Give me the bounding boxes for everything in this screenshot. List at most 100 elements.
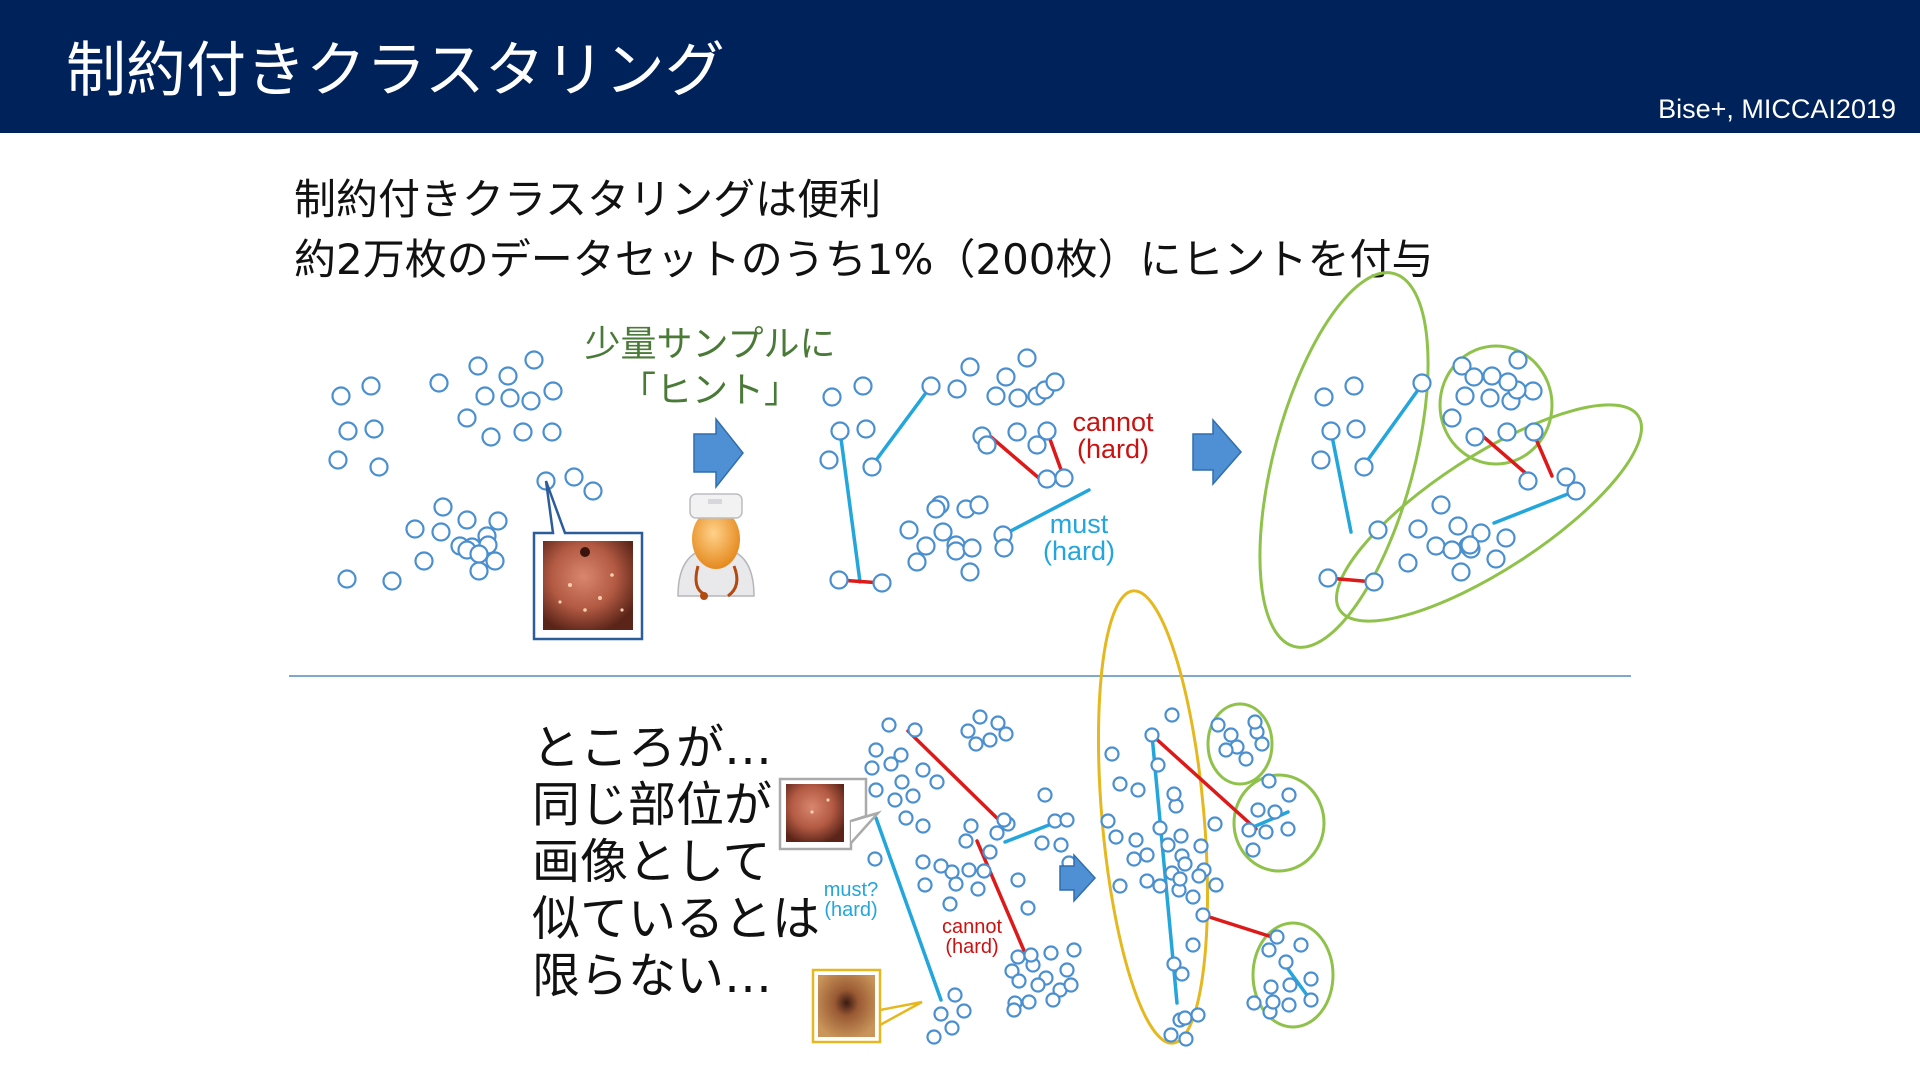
data-point xyxy=(1283,789,1296,802)
data-point xyxy=(1022,902,1035,915)
data-point xyxy=(948,543,965,560)
data-point xyxy=(1484,368,1501,385)
data-point xyxy=(1525,383,1542,400)
data-point xyxy=(1039,471,1056,488)
data-point xyxy=(1061,814,1074,827)
data-point xyxy=(339,571,356,588)
data-point xyxy=(470,358,487,375)
data-point xyxy=(869,853,882,866)
data-point xyxy=(1320,570,1337,587)
data-point xyxy=(1055,839,1068,852)
data-point xyxy=(950,878,963,891)
data-point xyxy=(919,879,932,892)
data-point xyxy=(1323,423,1340,440)
data-point xyxy=(1154,880,1167,893)
data-point xyxy=(1283,999,1296,1012)
data-point xyxy=(545,383,562,400)
data-point xyxy=(1282,823,1295,836)
data-point xyxy=(1247,844,1260,857)
data-point xyxy=(917,764,930,777)
data-point xyxy=(1102,815,1115,828)
data-point xyxy=(1269,806,1282,819)
data-point xyxy=(984,734,997,747)
data-point xyxy=(1295,939,1308,952)
data-point xyxy=(1271,931,1284,944)
data-point xyxy=(870,744,883,757)
data-point xyxy=(917,856,930,869)
data-point xyxy=(1128,853,1141,866)
data-point xyxy=(1453,564,1470,581)
data-point xyxy=(972,883,985,896)
data-point xyxy=(1047,374,1064,391)
data-point xyxy=(1061,964,1074,977)
data-point xyxy=(1179,1012,1192,1025)
data-point xyxy=(1013,975,1026,988)
data-point xyxy=(1366,574,1383,591)
data-point xyxy=(1466,369,1483,386)
data-point xyxy=(998,814,1011,827)
data-point xyxy=(340,423,357,440)
data-point xyxy=(901,522,918,539)
data-point xyxy=(883,719,896,732)
data-point xyxy=(864,459,881,476)
data-point xyxy=(490,513,507,530)
data-point xyxy=(962,564,979,581)
data-point xyxy=(918,538,935,555)
data-point xyxy=(935,860,948,873)
data-point xyxy=(1265,981,1278,994)
cannot-link xyxy=(1203,915,1275,938)
data-point xyxy=(333,388,350,405)
data-point xyxy=(1039,789,1052,802)
data-point xyxy=(1065,979,1078,992)
data-point xyxy=(1023,996,1036,1009)
data-point xyxy=(1032,979,1045,992)
data-point xyxy=(1267,996,1280,1009)
data-point xyxy=(1012,951,1025,964)
data-point xyxy=(965,820,978,833)
data-point xyxy=(1410,521,1427,538)
data-point xyxy=(1174,873,1187,886)
data-point xyxy=(502,390,519,407)
data-point xyxy=(1444,542,1461,559)
data-point xyxy=(1248,997,1261,1010)
data-point xyxy=(1414,375,1431,392)
data-point xyxy=(960,835,973,848)
data-point xyxy=(330,452,347,469)
data-point xyxy=(477,388,494,405)
data-point xyxy=(1176,968,1189,981)
data-point xyxy=(1187,939,1200,952)
data-point xyxy=(1316,389,1333,406)
data-point xyxy=(371,459,388,476)
data-point xyxy=(1520,473,1537,490)
data-point xyxy=(1009,424,1026,441)
data-point xyxy=(974,711,987,724)
data-point xyxy=(1433,497,1450,514)
data-point xyxy=(949,381,966,398)
data-point xyxy=(1168,788,1181,801)
data-point xyxy=(1263,944,1276,957)
data-point xyxy=(935,524,952,541)
data-point xyxy=(1130,834,1143,847)
data-point xyxy=(407,521,424,538)
data-point xyxy=(363,378,380,395)
data-point xyxy=(964,540,981,557)
cluster-ellipse xyxy=(1226,255,1461,664)
right-arrow-icon xyxy=(1193,420,1241,484)
data-point xyxy=(1467,429,1484,446)
data-point xyxy=(1356,459,1373,476)
data-point xyxy=(1141,875,1154,888)
data-point xyxy=(962,725,975,738)
data-point xyxy=(585,483,602,500)
must-link xyxy=(876,818,941,1000)
data-point xyxy=(917,820,930,833)
data-point xyxy=(984,846,997,859)
data-point xyxy=(1045,947,1058,960)
data-point xyxy=(996,540,1013,557)
data-point xyxy=(566,469,583,486)
data-point xyxy=(991,827,1004,840)
data-point xyxy=(970,738,983,751)
data-point xyxy=(1243,824,1256,837)
hard-label: (hard) xyxy=(1077,434,1149,464)
data-point xyxy=(1370,522,1387,539)
